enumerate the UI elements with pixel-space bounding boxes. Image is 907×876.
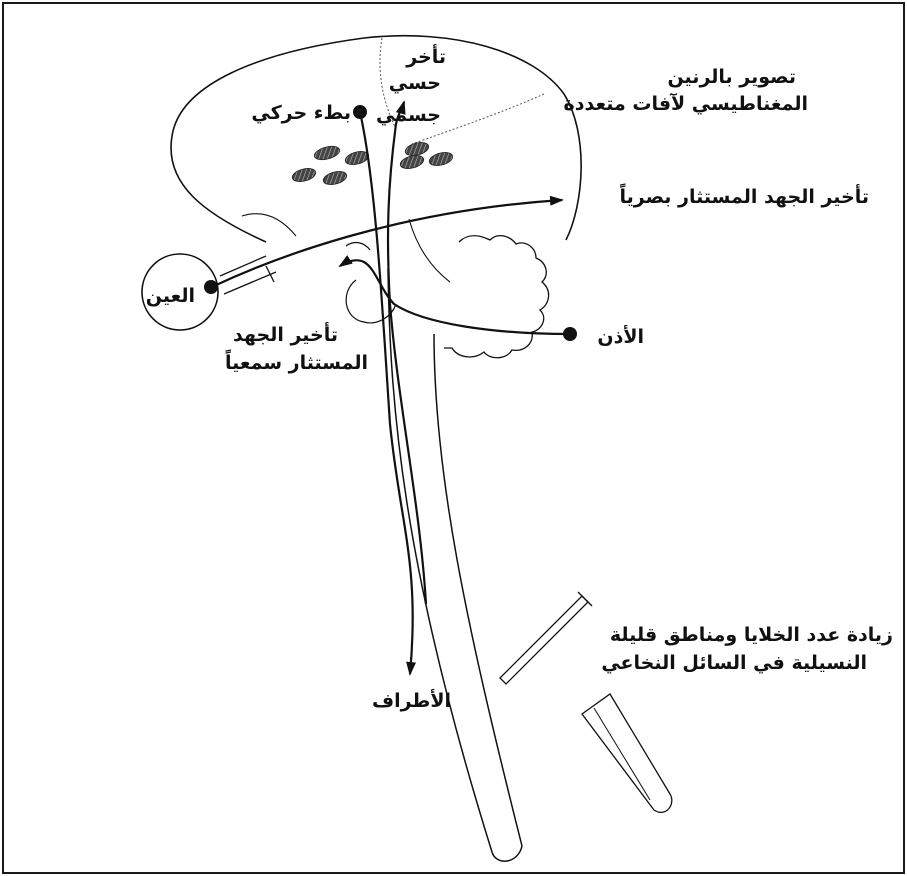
midbrain-arc [346,243,370,250]
motor-origin-dot [353,105,367,119]
nervous-system-diagram [4,4,903,872]
label-csf-2: النسيلية في السائل النخاعي [601,650,867,676]
label-mri-1: تصوير بالرنين [667,64,796,90]
collection-tube [582,694,672,812]
optic-nerve-lower [224,272,276,294]
label-ear: الأذن [597,324,644,350]
label-motor-slowing: بطء حركي [251,100,351,126]
brain-fold-right [409,219,450,282]
spinal-cord-end [492,846,522,861]
label-sensory-delay-3: جسمي [376,102,441,128]
spinal-cord-right [434,334,522,846]
label-eye: العين [146,283,195,309]
eye-dot [204,280,218,294]
cerebellum [444,236,549,358]
ear-dot [563,327,577,341]
label-sensory-delay-1: تأخر [406,44,446,70]
motor-pathway [360,112,413,674]
lesion-6 [399,153,425,171]
lumbar-needle [500,596,588,684]
lesion-4 [322,169,348,187]
label-auditory-evoked-2: المستثار سمعياً [225,350,368,376]
label-visual-evoked: تأخير الجهد المستثار بصرياً [620,184,870,210]
label-limbs: الأطراف [372,688,451,714]
lesion-7 [428,150,454,168]
sensory-pathway [388,102,426,604]
label-auditory-evoked-1: تأخير الجهد [233,322,338,348]
label-mri-2: المغناطيسي لآفات متعددة [564,91,808,117]
brain-outline [171,36,581,242]
label-csf-1: زيادة عدد الخلايا ومناطق قليلة [610,622,893,648]
label-sensory-delay-2: حسي [389,70,441,96]
lesion-3 [291,166,317,184]
brain-fold-left [242,214,296,236]
lesion-1 [313,144,341,162]
